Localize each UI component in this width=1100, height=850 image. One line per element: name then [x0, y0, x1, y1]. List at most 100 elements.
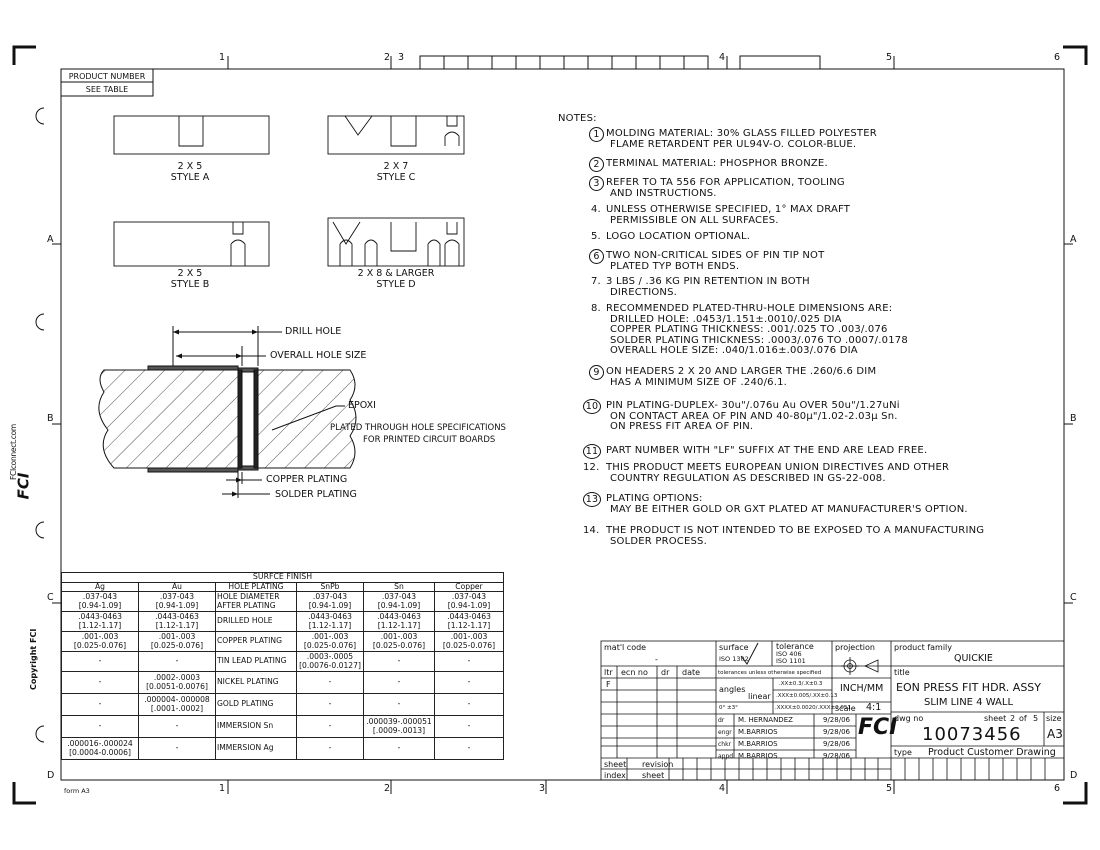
surface-table-cell: -	[61, 715, 139, 739]
sheet-row-label-2: sheet	[642, 771, 665, 780]
angles-value: 0° ±3°	[719, 705, 738, 711]
surface-table-cell: .001-.003 [0.025-0.076]	[61, 631, 139, 653]
date-header: date	[682, 668, 701, 677]
sheet-label: sheet	[984, 714, 1007, 723]
scale-label: scale	[835, 704, 856, 713]
surface-table-cell: .0002-.0003 [0.0051-0.0076]	[138, 671, 216, 695]
surface-table-cell: -	[434, 737, 504, 761]
surface-table-cell: DRILLED HOLE	[215, 611, 297, 633]
product-family-value: QUICKIE	[954, 653, 993, 664]
tolerance-1: .XX±0.3/.X±0.3	[779, 681, 823, 687]
note-line: PART NUMBER WITH "LF" SUFFIX AT THE END …	[606, 445, 928, 456]
corner-mark	[12, 45, 36, 65]
signature-date: 9/28/06	[823, 740, 850, 748]
signature-name: M.BARRIOS	[738, 740, 778, 748]
surface-table-cell: -	[434, 715, 504, 739]
zone-label-top-4: 4	[719, 52, 726, 63]
surface-table-cell: .001-.003 [0.025-0.076]	[434, 631, 504, 653]
tolerance-3: .XXXX±0.0020/.XXX±0.051	[775, 705, 851, 711]
surface-table-header: Au	[138, 581, 216, 593]
fci-side-logo: FCI	[14, 472, 33, 500]
binding-hole-mark	[35, 313, 45, 331]
style-c-name: STYLE C	[376, 172, 416, 183]
type-label: type	[894, 748, 912, 757]
title-line-2: SLIM LINE 4 WALL	[924, 697, 1014, 708]
product-family-label: product family	[894, 643, 953, 652]
style-b-size: 2 X 5	[177, 268, 203, 279]
surface-table-cell: -	[296, 693, 364, 717]
table-row: --IMMERSION Sn-.000039-.000051 [.0009-.0…	[61, 715, 504, 739]
solder-plating-label: SOLDER PLATING	[275, 489, 357, 500]
surface-table-cell: .037-043 [0.94-1.09]	[434, 591, 504, 613]
signature-date: 9/28/06	[823, 716, 850, 724]
surface-table-cell: -	[363, 737, 435, 761]
revision-row-label: revision	[642, 760, 674, 769]
epoxi-label: EPOXI	[348, 400, 376, 411]
note-line: HAS A MINIMUM SIZE OF .240/6.1.	[610, 376, 788, 388]
zone-label-bottom-6: 6	[1054, 783, 1061, 794]
fci-logo: FCI	[858, 715, 898, 740]
fci-connect-url: FCIconnect.com	[9, 424, 18, 480]
type-value: Product Customer Drawing	[928, 747, 1056, 758]
title-block-grid	[600, 640, 1065, 781]
note-line: ON HEADERS 2 X 20 AND LARGER THE .260/6.…	[606, 366, 877, 377]
index-row-label: index	[604, 771, 626, 780]
surface-table-cell: -	[363, 693, 435, 717]
signature-role: appd	[718, 753, 734, 760]
surface-table-cell: .037-043 [0.94-1.09]	[61, 591, 139, 613]
linear-label: linear	[748, 692, 771, 701]
ecn-no-header: ecn no	[621, 668, 648, 677]
copyright-text: Copyright FCI	[29, 628, 38, 690]
note-number: 7.	[591, 276, 601, 287]
size-value: A3	[1047, 727, 1063, 741]
note-line: THIS PRODUCT MEETS EUROPEAN UNION DIRECT…	[606, 462, 950, 473]
surface-table-cell: .001-.003 [0.025-0.076]	[363, 631, 435, 653]
zone-label-bottom-2: 2	[384, 783, 391, 794]
surface-table-cell: COPPER PLATING	[215, 631, 297, 653]
matl-code-value: -	[655, 655, 658, 664]
surface-table-cell: -	[296, 737, 364, 761]
note-line: MOLDING MATERIAL: 30% GLASS FILLED POLYE…	[606, 128, 877, 139]
units-value: INCH/MM	[840, 683, 884, 694]
sheet-value: 2	[1010, 714, 1016, 723]
zone-label-left-d: D	[47, 770, 55, 781]
surface-table-cell: -	[138, 651, 216, 673]
signature-role: dr	[718, 717, 725, 724]
surface-table-cell: NICKEL PLATING	[215, 671, 297, 695]
signature-date: 9/28/06	[823, 728, 850, 736]
projection-label: projection	[835, 643, 875, 652]
note-line: RECOMMENDED PLATED-THRU-HOLE DIMENSIONS …	[606, 303, 893, 314]
surface-table-cell: .001-.003 [0.025-0.076]	[138, 631, 216, 653]
surface-table-cell: .0443-0463 [1.12-1.17]	[434, 611, 504, 633]
style-b-drawing	[113, 221, 270, 267]
table-row: -.000004-.000008 [.0001-.0002]GOLD PLATI…	[61, 693, 504, 717]
note-line: LOGO LOCATION OPTIONAL.	[606, 231, 751, 242]
zone-label-left-b: B	[47, 413, 54, 424]
ltr-header: ltr	[604, 668, 613, 677]
surface-table-cell: HOLE DIAMETER AFTER PLATING	[215, 591, 297, 613]
matl-code-label: mat'l code	[604, 643, 647, 652]
note-line: SOLDER PROCESS.	[610, 535, 707, 547]
surface-table-cell: .0443-0463 [1.12-1.17]	[61, 611, 139, 633]
surface-table-cell: TIN LEAD PLATING	[215, 651, 297, 673]
surface-table-header: Copper	[434, 581, 504, 593]
zone-label-right-c: C	[1070, 592, 1077, 603]
signature-date: 9/28/06	[823, 752, 850, 760]
dr-header: dr	[661, 668, 670, 677]
plated-spec-line1: PLATED THROUGH HOLE SPECIFICATIONS	[330, 423, 506, 433]
corner-mark	[1063, 782, 1088, 805]
surface-table-cell: .001-.003 [0.025-0.076]	[296, 631, 364, 653]
note-number: 1	[589, 127, 604, 142]
zone-label-left-a: A	[47, 234, 54, 245]
note-line: REFER TO TA 556 FOR APPLICATION, TOOLING	[606, 177, 845, 188]
surface-table-cell: IMMERSION Sn	[215, 715, 297, 739]
scale-value: 4:1	[866, 702, 882, 713]
note-number: 8.	[591, 303, 601, 314]
surface-table-cell: -	[61, 671, 139, 695]
style-d-name: STYLE D	[376, 279, 416, 290]
product-number-label: PRODUCT NUMBER	[68, 72, 146, 81]
note-number: 10	[583, 399, 601, 414]
pcb-hole-section	[98, 326, 357, 498]
surface-table-cell: -	[363, 671, 435, 695]
style-b-name: STYLE B	[170, 279, 210, 290]
